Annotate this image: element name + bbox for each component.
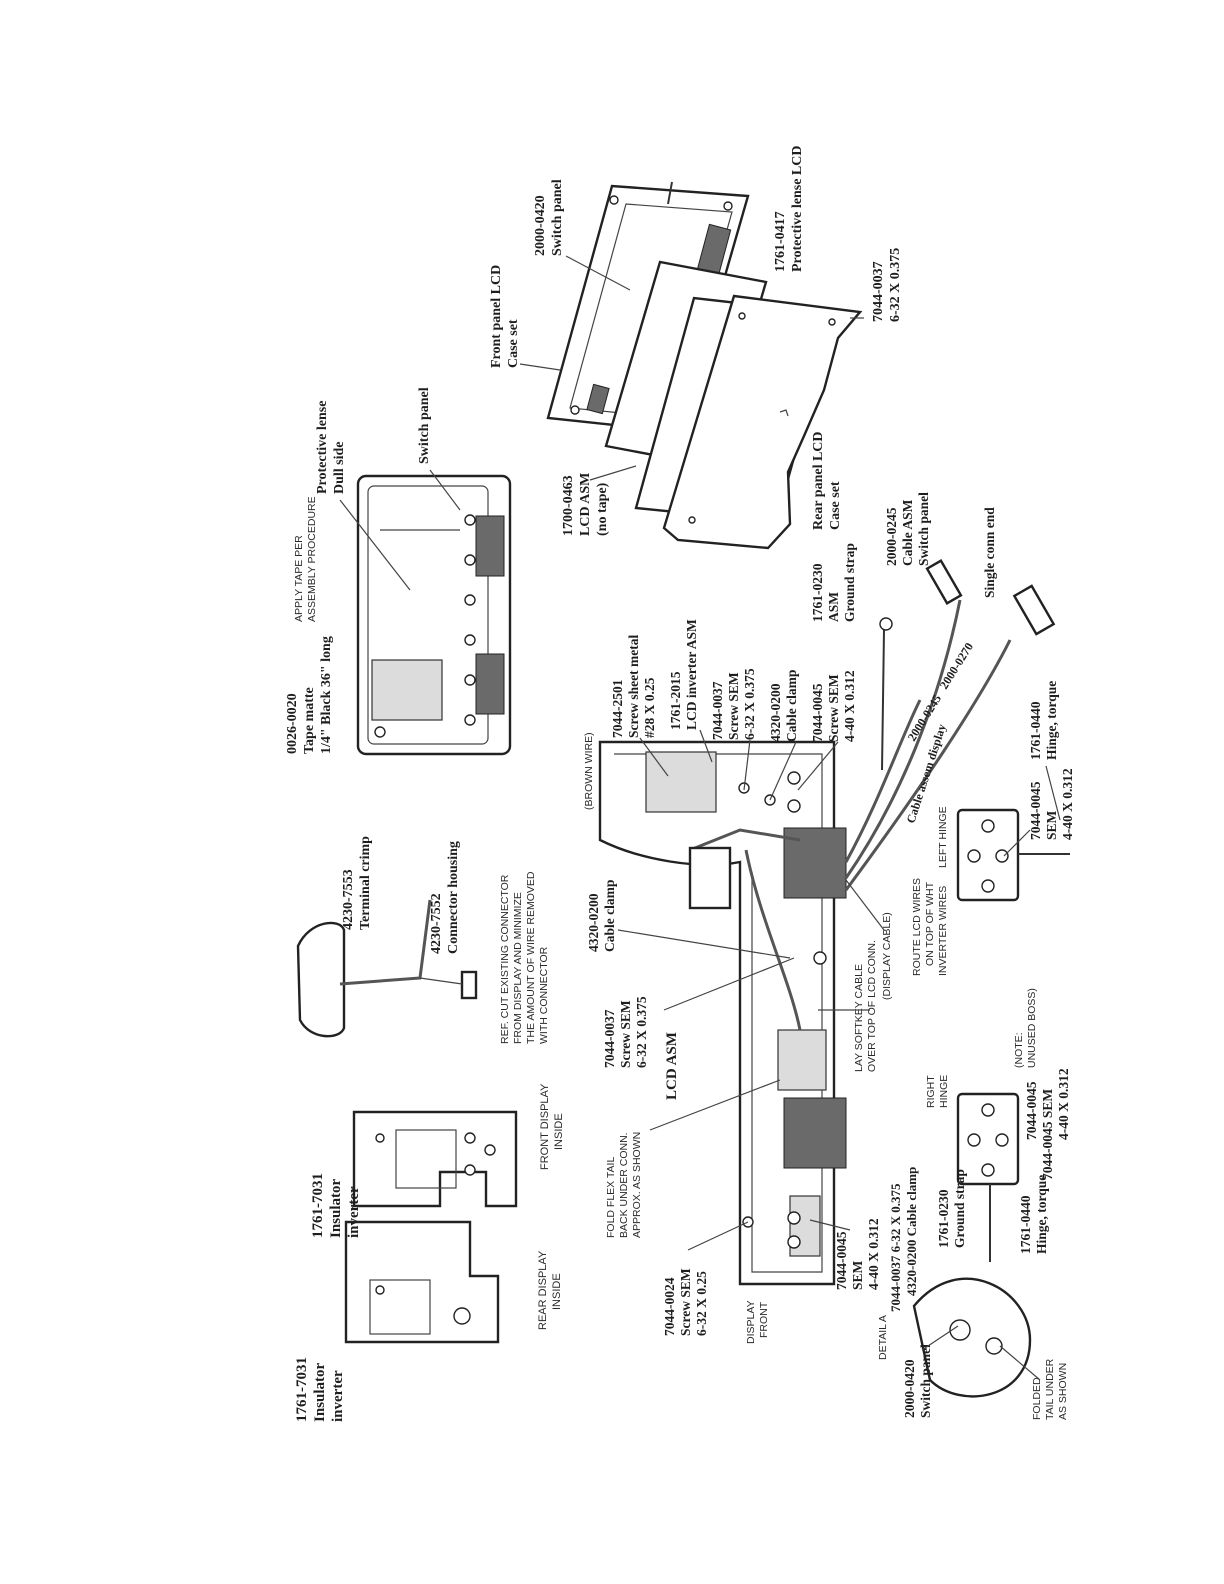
front-display-inside-view bbox=[352, 1110, 518, 1208]
callout-screw-sem-0045-a: 7044-0045 Screw SEM 4-40 X 0.312 bbox=[810, 670, 857, 742]
caption-display-cable: (DISPLAY CABLE) bbox=[881, 912, 893, 1000]
callout-cable-clamp-a: 4320-0200 Cable clamp bbox=[768, 670, 799, 742]
caption-detail-a: DETAIL A bbox=[877, 1315, 889, 1360]
callout-sem-left-hinge: 7044-0045 SEM 4-40 X 0.312 bbox=[1028, 768, 1075, 840]
right-hinge-view bbox=[956, 1092, 1020, 1262]
callout-protective-lense-lcd: 1761-0417 Protective lense LCD bbox=[773, 146, 805, 272]
caption-lay-softkey: LAY SOFTKEY CABLE OVER TOP OF LCD CONN. bbox=[853, 940, 878, 1072]
caption-left-hinge: LEFT HINGE bbox=[937, 806, 949, 868]
callout-terminal-crimp: 4230-7553 Terminal crimp bbox=[341, 836, 373, 930]
callout-clamp-combo: 7044-0037 6-32 X 0.375 4320-0200 Cable c… bbox=[888, 1167, 919, 1312]
callout-screw-sem-0024: 7044-0024 Screw SEM 6-32 X 0.25 bbox=[662, 1265, 709, 1336]
callout-switch-panel-top: Switch panel bbox=[417, 387, 432, 464]
callout-hinge-torque-left: 1761-0440 Hinge, torque bbox=[1028, 681, 1059, 760]
caption-rear-display-inside: REAR DISPLAY INSIDE bbox=[537, 1248, 563, 1330]
callout-connector-housing: 4230-7552 Connector housing bbox=[429, 841, 461, 954]
callout-lcd-inverter-asm: 1761-2015 LCD inverter ASM bbox=[668, 619, 699, 730]
detail-a-view bbox=[912, 1277, 1032, 1398]
callout-lcd-asm: LCD ASM bbox=[664, 1032, 680, 1100]
callout-lcd-asm-no-tape: 1700-0463 LCD ASM (no tape) bbox=[561, 469, 610, 536]
connector-crimp-view bbox=[296, 899, 478, 1038]
callout-screw-sem-0037-b: 7044-0037 Screw SEM 6-32 X 0.375 bbox=[602, 996, 649, 1068]
callout-tape-matte: 0026-0020 Tape matte 1/4" Black 36" long bbox=[285, 636, 334, 754]
caption-brown-wire: (BROWN WIRE) bbox=[583, 732, 595, 810]
caption-cut-connector: REF. CUT EXISTING CONNECTOR FROM DISPLAY… bbox=[499, 869, 550, 1044]
callout-protective-lense-dull: Protective lense Dull side bbox=[315, 397, 347, 494]
callout-screw-7044-0037-top: 7044-0037 6-32 X 0.375 bbox=[871, 248, 903, 322]
caption-apply-tape: APPLY TAPE PER ASSEMBLY PROCEDURE bbox=[293, 496, 318, 622]
callout-cable-asm-switch: 2000-0245 Cable ASM Switch panel bbox=[884, 492, 931, 566]
rear-display-inside-view bbox=[344, 1220, 500, 1344]
callout-single-conn-end: Single conn end bbox=[982, 507, 997, 598]
exploded-case-view bbox=[546, 181, 863, 550]
callout-ground-strap-b: 1761-0230 Ground strap bbox=[936, 1169, 967, 1248]
callout-ground-strap-asm: 1761-0230 ASM Ground strap bbox=[810, 543, 857, 622]
front-panel-tape-view bbox=[356, 474, 512, 756]
callout-insulator-rear: 1761-7031 Insulator inverter bbox=[294, 1353, 346, 1422]
left-hinge-view bbox=[956, 808, 1070, 902]
callout-insulator-front: 1761-7031 Insulator inverter bbox=[310, 1169, 362, 1238]
callout-cable-clamp-b: 4320-0200 Cable clamp bbox=[586, 880, 617, 952]
caption-display-front: DISPLAY FRONT bbox=[745, 1298, 770, 1344]
callout-sem-0045-b: 7044-0045 SEM 4-40 X 0.312 bbox=[834, 1218, 881, 1290]
callout-front-panel-lcd: Front panel LCD Case set bbox=[489, 261, 521, 368]
callout-rear-panel-lcd: Rear panel LCD Case set bbox=[811, 428, 843, 530]
callout-screw-sem-0037-a: 7044-0037 Screw SEM 6-32 X 0.375 bbox=[710, 668, 757, 740]
callout-switch-panel-detail: 2000-0420 Switch panel bbox=[902, 1344, 933, 1418]
callout-switch-panel-exploded: 2000-0420 Switch panel bbox=[533, 179, 565, 256]
caption-front-display-inside: FRONT DISPLAY INSIDE bbox=[539, 1081, 565, 1170]
caption-right-hinge: RIGHT HINGE bbox=[925, 1073, 950, 1108]
display-housing-view bbox=[598, 559, 1056, 1286]
callout-hinge-torque-right: 1761-0440 Hinge, torque bbox=[1018, 1175, 1049, 1254]
callout-screw-sheet-metal: 7044-2501 Screw sheet metal #28 X 0.25 bbox=[610, 631, 657, 738]
caption-route-lcd-wires: ROUTE LCD WIRES ON TOP OF WHT INVERTER W… bbox=[911, 875, 949, 976]
caption-note-unused-boss: (NOTE: UNUSED BOSS) bbox=[1013, 988, 1038, 1068]
callout-sem-right-hinge: 7044-0045 7044-0045 SEM 4-40 X 0.312 bbox=[1024, 1068, 1071, 1180]
caption-fold-flex-tail: FOLD FLEX TAIL BACK UNDER CONN. APPROX. … bbox=[605, 1129, 643, 1238]
caption-folded-tail: FOLDED TAIL UNDER AS SHOWN bbox=[1031, 1356, 1069, 1420]
